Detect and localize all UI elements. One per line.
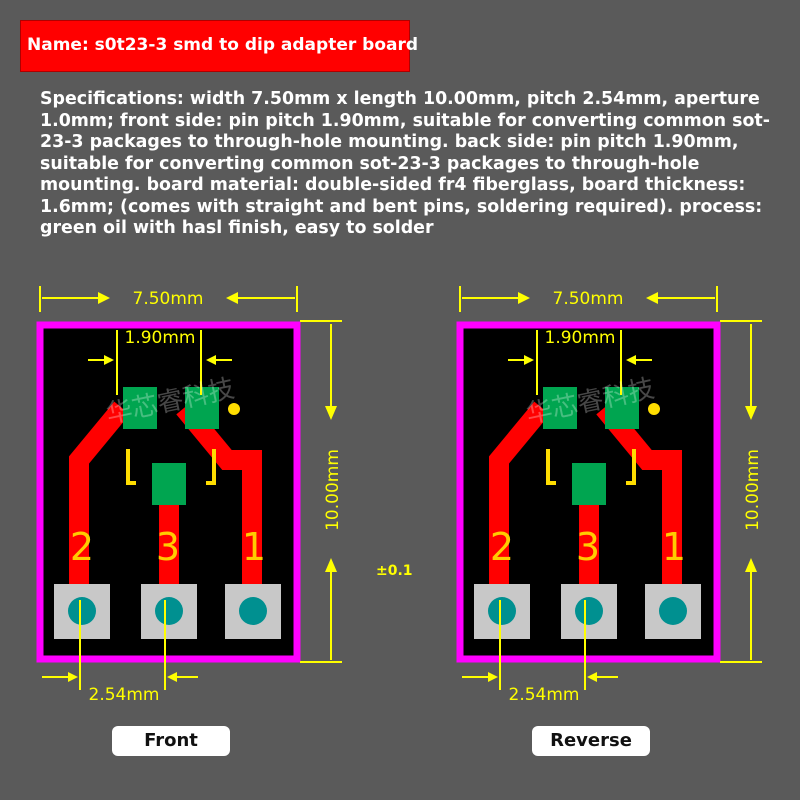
length-dimension: 10.00mm (743, 449, 763, 531)
tolerance-label: ±0.1 (376, 563, 413, 579)
width-dimension: 7.50mm (133, 289, 204, 309)
pin-pitch-dimension: 1.90mm (545, 328, 616, 348)
front-label: Front (112, 726, 230, 756)
pin-label: 2 (70, 525, 94, 569)
page-title: Name: s0t23-3 smd to dip adapter board (27, 35, 419, 55)
specifications-text: Specifications: width 7.50mm x length 10… (40, 89, 770, 238)
pin-pitch-dimension: 1.90mm (125, 328, 196, 348)
reverse-board: 2 3 1 华芯睿科技 7.50mm 1.90mm 2.54mm 10.00mm (460, 285, 763, 705)
pin-label: 1 (242, 525, 266, 569)
pin-label: 1 (662, 525, 686, 569)
width-dimension: 7.50mm (553, 289, 624, 309)
title-banner: Name: s0t23-3 smd to dip adapter board (20, 20, 418, 72)
pin-label: 2 (490, 525, 514, 569)
dip-pitch-dimension: 2.54mm (509, 685, 580, 705)
front-board: 2 3 1 华芯睿科技 7.50mm 1.90mm 2.54mm 10.00mm (40, 285, 343, 705)
reverse-label: Reverse (532, 726, 650, 756)
pin-label: 3 (576, 525, 600, 569)
length-dimension: 10.00mm (323, 449, 343, 531)
pin-label: 3 (156, 525, 180, 569)
dip-pitch-dimension: 2.54mm (89, 685, 160, 705)
